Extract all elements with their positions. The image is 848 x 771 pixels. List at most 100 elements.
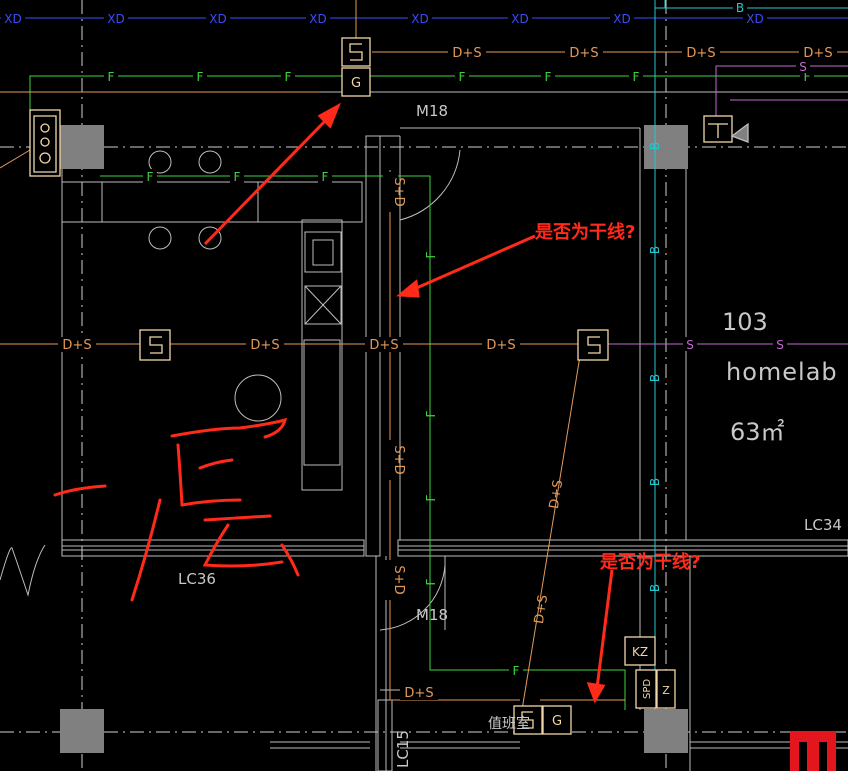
security-gap [683,337,697,351]
burner [198,226,222,250]
ds-gap [400,685,438,700]
security-label: S [686,338,694,352]
bus-line [654,0,848,710]
z-box[interactable] [656,669,676,709]
fire-gap [509,663,523,677]
fire-label: F [108,70,115,84]
security-label: S [776,338,784,352]
g-box-bottom[interactable] [542,705,572,735]
xd-label: XD [209,12,226,26]
stroke [198,458,234,470]
ds-label-vertical: S+D [391,565,406,594]
fire-label: F [234,170,241,184]
arrow-shaft [595,569,614,689]
ds-label-diagonal: D+S [532,594,551,625]
annotation-question-2: 是否为干线? [599,551,700,573]
fire-label-vertical: F [424,494,438,501]
device-stack-left[interactable] [29,109,61,177]
annotations: 是否为干线? 是否为干线? [53,102,700,704]
fire-gap [629,69,643,83]
device-stack-outline [33,115,57,173]
stroke [130,498,162,602]
ds-label-vertical: S+D [391,445,406,474]
spd-box[interactable] [635,669,657,709]
junction-s-icon [587,336,601,354]
stove-burners [148,150,282,422]
g-label-top: G [351,76,361,91]
ds-label: D+S [452,46,481,61]
fire-label-vertical: F [424,578,438,585]
ds-gap [383,560,398,600]
fire-label: F [804,70,811,84]
fire-gap [318,169,332,183]
bus-labels: B B B B B B [648,1,747,592]
kz-box[interactable] [624,636,656,666]
column [644,709,688,753]
ds-gap [565,45,603,60]
column [644,125,688,169]
fire-gap [541,69,555,83]
bus-label-vertical: B [648,374,662,382]
xd-gap [408,11,432,25]
ds-label: D+S [486,338,515,353]
cabinet-panel [303,339,341,466]
stroke [202,523,284,568]
ds-wire-left [0,149,31,169]
security-gap [773,337,787,351]
fire-gap [455,69,469,83]
door-swing-lower [379,564,446,631]
xd-gap [104,11,128,25]
ds-gap [383,172,398,212]
window-frame-right [397,539,848,557]
arrow-head [586,682,606,704]
security-gap [796,59,810,73]
junction-box-top[interactable] [341,37,371,67]
arrow-head [317,102,341,129]
fire-label: F [197,70,204,84]
ds-wire-vertical [389,170,520,701]
fire-label: F [285,70,292,84]
xd-gap [306,11,330,25]
stroke [280,543,300,577]
ds-wire-diagonal [521,355,581,711]
door-tag-lower: M18 [416,606,448,624]
fire-label: F [322,170,329,184]
stroke [176,443,184,507]
ds-gap [448,45,486,60]
xd-labels: XD XD XD XD XD XD XD XD [1,11,767,26]
g-box-top[interactable] [341,67,371,97]
xd-label: XD [4,12,21,26]
ds-gap [365,337,403,352]
ds-labels: D+S D+S D+S D+S D+S D+S D+S D+S S+D S+D … [58,45,837,701]
xd-gap [1,11,25,25]
fire-gap [193,69,207,83]
xd-label: XD [107,12,124,26]
room-area: 63㎡ [730,418,785,446]
spd-label: SPD [642,679,653,699]
security-label: S [799,60,807,74]
ds-label: D+S [369,338,398,353]
junction-s-icon [349,43,363,61]
ds-gap [482,337,520,352]
device-mark [40,137,50,147]
xd-label: XD [309,12,326,26]
z-label: Z [662,684,670,697]
xd-gap [508,11,532,25]
logo-cut [799,742,807,771]
handwritten-floor-mark [53,417,300,602]
annotation-question-1: 是否为干线? [534,221,635,243]
stroke [203,514,272,522]
fire-gap [230,169,244,183]
red-corner-logo [790,731,836,771]
kitchen-counter [61,181,363,223]
xd-label: XD [511,12,528,26]
ds-label: D+S [250,338,279,353]
fire-label: F [147,170,154,184]
fire-label-vertical: F [424,410,438,417]
ds-gap [799,45,837,60]
window-tag-left: LC36 [178,570,216,588]
arrow-icon [586,569,614,704]
ds-label: D+S [62,338,91,353]
fire-wire-top [29,75,848,110]
